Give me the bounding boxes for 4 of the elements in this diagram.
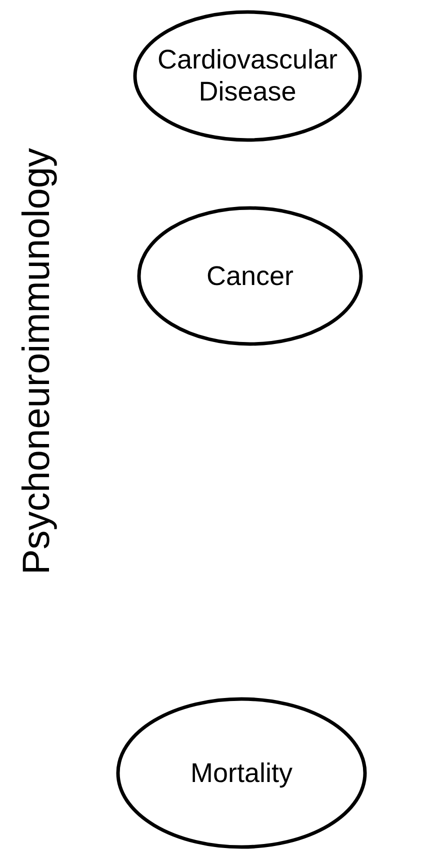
node-label: Cancer (205, 260, 295, 292)
node-label: Cardiovascular Disease (156, 44, 339, 108)
axis-title: Psychoneuroimmunology (16, 148, 59, 575)
node-label: Mortality (189, 756, 294, 790)
